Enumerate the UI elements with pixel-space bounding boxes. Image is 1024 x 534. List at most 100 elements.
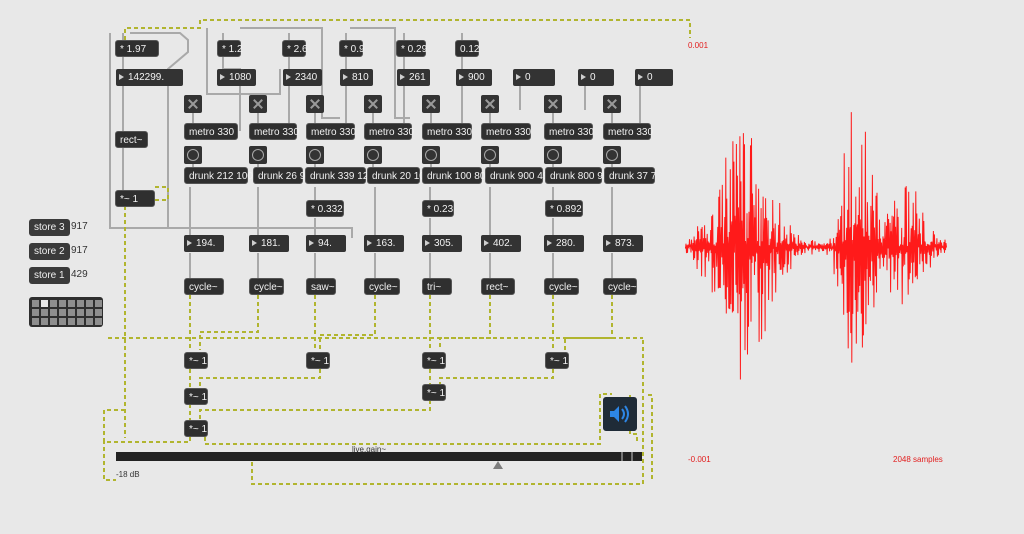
preset-slot[interactable] [32,300,39,307]
preset-slot[interactable] [95,309,102,316]
preset-matrix[interactable] [29,297,103,327]
multiply-object[interactable]: * 2.6 [282,40,308,57]
drunk-object[interactable]: drunk 339 12 [305,167,368,184]
toggle[interactable] [249,95,267,113]
number-box[interactable]: 142299. [116,69,183,86]
number-box[interactable]: 810 [340,69,373,86]
oscillator-object[interactable]: tri~ [422,278,452,295]
oscillator-object[interactable]: cycle~ [364,278,400,295]
oscillator-object[interactable]: cycle~ [544,278,579,295]
metro-object[interactable]: metro 330 [249,123,299,140]
preset-slot[interactable] [68,300,75,307]
gain-handle-icon[interactable] [493,461,503,469]
rect-object[interactable]: rect~ [115,131,148,148]
number-box[interactable]: 873. [603,235,643,252]
speaker-icon[interactable] [603,397,637,431]
bang-button[interactable] [544,146,562,164]
multiply-object[interactable]: * 0.332 [306,200,344,217]
signal-multiply-object[interactable]: *~ 1 [422,384,446,401]
bang-button[interactable] [364,146,382,164]
signal-multiply-object[interactable]: *~ 1 [184,388,208,405]
drunk-object[interactable]: drunk 100 80 [422,167,485,184]
metro-object[interactable]: metro 330 [422,123,472,140]
multiply-object[interactable]: * 1.97 [115,40,159,57]
oscillator-object[interactable]: cycle~ [184,278,224,295]
bang-button[interactable] [422,146,440,164]
preset-slot[interactable] [59,309,66,316]
preset-slot[interactable] [95,318,102,325]
store-2-message[interactable]: store 2 [29,243,70,260]
multiply-object[interactable]: * 1.2 [217,40,243,57]
oscillator-object[interactable]: cycle~ [603,278,637,295]
toggle[interactable] [603,95,621,113]
preset-slot[interactable] [59,318,66,325]
preset-slot[interactable] [50,318,57,325]
preset-slot[interactable] [41,300,48,307]
drunk-object[interactable]: drunk 800 95 [545,167,608,184]
preset-slot[interactable] [32,309,39,316]
preset-slot[interactable] [86,318,93,325]
toggle[interactable] [422,95,440,113]
preset-slot[interactable] [41,318,48,325]
toggle[interactable] [364,95,382,113]
number-box[interactable]: 280. [544,235,584,252]
toggle[interactable] [544,95,562,113]
drunk-object[interactable]: drunk 212 100 [184,167,253,184]
bang-button[interactable] [481,146,499,164]
preset-slot[interactable] [77,300,84,307]
message-object[interactable]: 0.12 [455,40,479,57]
number-box[interactable]: 94. [306,235,346,252]
multiply-object[interactable]: * 0.23 [422,200,454,217]
toggle[interactable] [306,95,324,113]
toggle[interactable] [184,95,202,113]
toggle[interactable] [481,95,499,113]
preset-slot[interactable] [50,309,57,316]
preset-slot[interactable] [32,318,39,325]
store-3-message[interactable]: store 3 [29,219,70,236]
multiply-object[interactable]: * 0.9 [339,40,365,57]
number-box[interactable]: 0 [635,69,673,86]
multiply-object[interactable]: * 0.29 [396,40,427,57]
preset-slot[interactable] [77,309,84,316]
number-box[interactable]: 194. [184,235,224,252]
number-box[interactable]: 1080 [217,69,256,86]
preset-slot[interactable] [50,300,57,307]
number-box[interactable]: 0 [578,69,614,86]
signal-multiply-object[interactable]: *~ 1 [422,352,446,369]
number-box[interactable]: 261 [397,69,430,86]
store-1-message[interactable]: store 1 [29,267,70,284]
drunk-object[interactable]: drunk 900 49 [485,167,548,184]
metro-object[interactable]: metro 330 [481,123,531,140]
drunk-object[interactable]: drunk 20 10 [367,167,425,184]
signal-multiply-object[interactable]: *~ 1 [545,352,569,369]
number-box[interactable]: 181. [249,235,289,252]
metro-object[interactable]: metro 330 [603,123,653,140]
number-box[interactable]: 0 [513,69,555,86]
metro-object[interactable]: metro 330 [364,123,414,140]
oscillator-object[interactable]: saw~ [306,278,336,295]
signal-multiply-object[interactable]: *~ 1 [306,352,330,369]
number-box[interactable]: 305. [422,235,462,252]
preset-slot[interactable] [86,300,93,307]
preset-slot[interactable] [59,300,66,307]
number-box[interactable]: 402. [481,235,521,252]
bang-button[interactable] [603,146,621,164]
preset-slot[interactable] [41,309,48,316]
number-box[interactable]: 900 [456,69,492,86]
preset-slot[interactable] [68,309,75,316]
oscillator-object[interactable]: rect~ [481,278,515,295]
oscillator-object[interactable]: cycle~ [249,278,284,295]
preset-slot[interactable] [68,318,75,325]
multiply-object[interactable]: * 0.892 [545,200,583,217]
preset-slot[interactable] [77,318,84,325]
drunk-object[interactable]: drunk 26 9 [253,167,305,184]
number-box[interactable]: 2340 [283,69,322,86]
signal-multiply-object[interactable]: *~ 1 [184,352,208,369]
signal-multiply-object[interactable]: *~ 1 [115,190,155,207]
drunk-object[interactable]: drunk 37 7 [604,167,656,184]
bang-button[interactable] [249,146,267,164]
bang-button[interactable] [184,146,202,164]
gain-slider[interactable] [116,452,642,461]
preset-slot[interactable] [86,309,93,316]
signal-multiply-object[interactable]: *~ 1 [184,420,208,437]
